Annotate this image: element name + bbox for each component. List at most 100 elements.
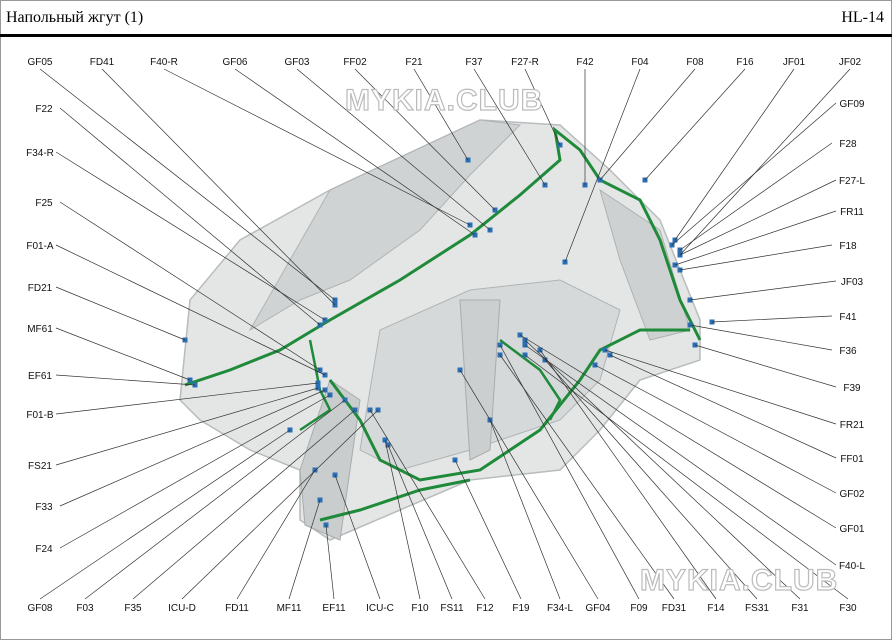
connector-label: FD31 [662,603,687,614]
leader-line [489,419,561,600]
connector-label: MF11 [277,603,302,614]
connector-label: GF02 [839,489,864,500]
connector-label: F28 [839,139,857,150]
leader-line [101,68,336,306]
connector-label: FF01 [840,454,864,465]
connector-label: FD11 [225,603,249,614]
connector-label: JF01 [783,57,806,68]
connector-label: EF61 [28,371,52,382]
connector-label: F08 [686,57,704,68]
leader-line [689,324,833,351]
leader-line [694,344,837,388]
leader-line [39,429,291,600]
connector-label: F03 [76,603,94,614]
connector-label: F34-L [547,603,574,614]
connector-label: F18 [839,241,857,252]
leader-line [644,68,746,181]
connector-label: F01-B [26,410,54,421]
leader-line [473,68,546,186]
connector-label: F21 [405,57,423,68]
leader-line [679,179,837,256]
connector-label: F40-R [150,57,178,68]
leader-line [524,354,849,600]
connector-label: F22 [35,104,53,115]
connector-label: FD41 [90,57,115,68]
connector-label: F33 [35,502,53,513]
leader-line [234,68,476,236]
leader-line [519,334,837,529]
connector-label: F16 [736,57,754,68]
connector-label: F24 [35,544,53,555]
connector-label: F27-L [839,176,866,187]
leader-line [55,286,186,341]
leader-line [59,394,331,549]
leader-line [55,374,196,386]
leader-line [609,354,837,459]
connector-label: F42 [576,57,594,68]
leader-line [594,364,837,494]
connector-label: JF03 [841,277,864,288]
leader-line [59,201,321,371]
leader-line [524,344,837,566]
connector-label: F01-A [26,241,54,252]
connector-label: FD21 [28,283,53,294]
leader-line [236,469,316,600]
vehicle-body [179,119,701,541]
leader-line [334,474,381,600]
connector-label: F34-R [26,148,54,159]
leader-line [163,68,471,226]
leader-line [711,315,833,323]
leader-line [181,409,379,600]
leader-line [679,244,833,271]
leader-line [499,354,675,600]
connector-label: F40-L [839,561,866,572]
connector-label: F14 [707,603,725,614]
page-title: Напольный жгут (1) [6,9,144,26]
leader-line [384,439,421,600]
connector-label: FS11 [440,603,464,614]
leader-line [387,444,453,600]
connector-label: F35 [124,603,142,614]
leader-line [84,399,346,600]
connector-label: F39 [843,383,861,394]
page-code: HL-14 [841,9,884,26]
connector-label: F09 [630,603,648,614]
connector-label: FS31 [745,603,769,614]
connector-label: FF02 [343,57,367,68]
watermark-bottom: MYKIA.CLUB [640,564,838,597]
connector-label: JF02 [839,57,862,68]
leader-line [59,389,326,507]
connector-label: FS21 [28,461,52,472]
connector-label: F30 [839,603,857,614]
connector-label: GF09 [839,99,864,110]
connector-label: GF03 [284,57,309,68]
leader-line [679,68,851,256]
connector-label: F10 [411,603,429,614]
connector-label: FR11 [840,207,864,218]
leader-line [55,151,326,321]
leader-line [679,142,833,251]
connector-label: F04 [631,57,649,68]
leader-line [539,349,717,600]
connector-label: F41 [839,312,857,323]
watermark-top: MYKIA.CLUB [345,84,543,117]
connector-label: GF06 [222,57,247,68]
leader-line [599,68,696,181]
leader-line [544,359,758,600]
leader-line [454,459,522,600]
leader-line [55,327,191,381]
connector-label: F25 [35,198,53,209]
leader-line [459,369,599,600]
connector-label: EF11 [322,603,346,614]
connector-label: F12 [476,603,494,614]
connector-label: F37 [465,57,483,68]
leader-line [55,244,326,376]
leader-line [671,102,837,246]
leader-line [325,524,335,600]
leader-line [604,349,837,425]
connector-label: F36 [839,346,857,357]
leader-line [55,387,319,466]
wiring-harness [184,126,702,522]
